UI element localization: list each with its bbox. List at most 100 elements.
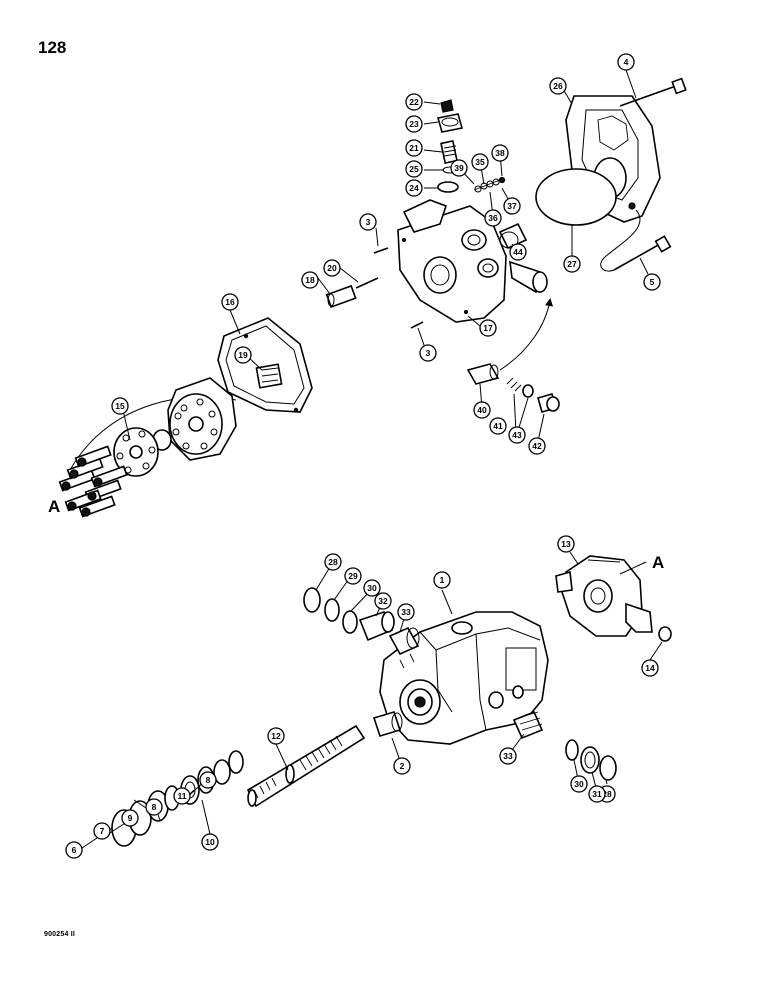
callout-20: 20 <box>323 259 341 277</box>
callout-labels: 1 2 3 3 4 5 6 7 8 8 9 10 11 12 13 14 15 … <box>48 53 664 859</box>
svg-text:8: 8 <box>152 802 157 812</box>
callout-39: 39 <box>450 159 468 177</box>
spool-spring-stack <box>473 176 506 193</box>
callout-11: 11 <box>173 787 191 805</box>
svg-text:44: 44 <box>513 247 523 257</box>
callout-5: 5 <box>643 273 661 291</box>
svg-text:15: 15 <box>115 401 125 411</box>
svg-text:17: 17 <box>483 323 493 333</box>
svg-text:21: 21 <box>409 143 419 153</box>
svg-text:11: 11 <box>178 791 187 801</box>
svg-text:33: 33 <box>401 607 411 617</box>
callout-31: 31 <box>588 785 606 803</box>
svg-text:30: 30 <box>367 583 377 593</box>
part-4-bolt <box>619 77 687 107</box>
callout-10: 10 <box>201 833 219 851</box>
svg-text:29: 29 <box>348 571 358 581</box>
part-14-ring <box>658 626 672 642</box>
callout-41: 41 <box>489 417 507 435</box>
callout-28a: 28 <box>324 553 342 571</box>
svg-text:36: 36 <box>488 213 498 223</box>
svg-text:38: 38 <box>495 148 505 158</box>
callout-38: 38 <box>491 144 509 162</box>
callout-26: 26 <box>549 77 567 95</box>
part-44-sleeve <box>498 222 528 250</box>
figure-code: 900254 II <box>44 931 75 938</box>
callout-17: 17 <box>479 319 497 337</box>
small-pins <box>325 247 424 329</box>
svg-text:32: 32 <box>378 596 388 606</box>
part-27-o-ring <box>535 168 617 226</box>
svg-text:28: 28 <box>328 557 338 567</box>
svg-text:42: 42 <box>532 441 542 451</box>
svg-text:8: 8 <box>206 775 211 785</box>
callout-19: 19 <box>234 346 252 364</box>
callout-13: 13 <box>557 535 575 553</box>
reference-letter-a-right: A <box>652 553 664 572</box>
svg-text:6: 6 <box>72 845 77 855</box>
callout-7: 7 <box>93 822 111 840</box>
svg-text:5: 5 <box>650 277 655 287</box>
bearing-set-upper <box>303 587 420 656</box>
svg-text:40: 40 <box>477 405 487 415</box>
callout-8b: 8 <box>199 771 217 789</box>
svg-text:37: 37 <box>507 201 517 211</box>
callout-12: 12 <box>267 727 285 745</box>
callout-43: 43 <box>508 426 526 444</box>
callout-3b: 3 <box>419 344 437 362</box>
svg-text:20: 20 <box>327 263 337 273</box>
svg-text:7: 7 <box>100 826 105 836</box>
svg-text:1: 1 <box>440 575 445 585</box>
svg-text:43: 43 <box>512 430 522 440</box>
callout-22: 22 <box>405 93 423 111</box>
callout-24: 24 <box>405 179 423 197</box>
svg-text:25: 25 <box>409 164 419 174</box>
svg-text:24: 24 <box>409 183 419 193</box>
part-13-swashplate <box>555 555 653 637</box>
svg-text:9: 9 <box>128 813 133 823</box>
callout-23: 23 <box>405 115 423 133</box>
svg-text:16: 16 <box>225 297 235 307</box>
callout-18: 18 <box>301 271 319 289</box>
callout-40: 40 <box>473 401 491 419</box>
svg-text:2: 2 <box>400 761 405 771</box>
callout-33b: 33 <box>499 747 517 765</box>
svg-text:31: 31 <box>592 789 602 799</box>
callout-6: 6 <box>65 841 83 859</box>
callout-25: 25 <box>405 160 423 178</box>
svg-text:13: 13 <box>561 539 571 549</box>
callout-32: 32 <box>374 592 392 610</box>
svg-text:27: 27 <box>567 259 577 269</box>
svg-text:23: 23 <box>409 119 419 129</box>
svg-text:33: 33 <box>503 751 513 761</box>
part-5-bolt <box>600 209 672 272</box>
callout-35: 35 <box>471 153 489 171</box>
callout-42: 42 <box>528 437 546 455</box>
callout-37: 37 <box>503 197 521 215</box>
callout-4: 4 <box>617 53 635 71</box>
check-valve-parts <box>466 363 560 413</box>
callout-36: 36 <box>484 209 502 227</box>
callout-8a: 8 <box>145 798 163 816</box>
svg-text:28: 28 <box>602 789 612 799</box>
part-1-pump-housing <box>379 611 549 745</box>
callout-21: 21 <box>405 139 423 157</box>
svg-text:30: 30 <box>574 779 584 789</box>
callout-30a: 30 <box>363 579 381 597</box>
svg-text:3: 3 <box>366 217 371 227</box>
part-plug-with-arrow <box>499 260 553 371</box>
callout-2: 2 <box>393 757 411 775</box>
svg-text:39: 39 <box>454 163 464 173</box>
part-16-port-plate <box>217 317 313 413</box>
callout-3a: 3 <box>359 213 377 231</box>
callout-15: 15 <box>111 397 129 415</box>
part-15-rotating-group <box>58 377 237 518</box>
svg-text:14: 14 <box>645 663 655 673</box>
callout-44: 44 <box>509 243 527 261</box>
reference-letter-a-left: A <box>48 497 60 516</box>
svg-text:18: 18 <box>305 275 315 285</box>
callout-33a: 33 <box>397 603 415 621</box>
svg-text:3: 3 <box>426 348 431 358</box>
callout-9: 9 <box>121 809 139 827</box>
ring-set-right <box>565 739 617 781</box>
